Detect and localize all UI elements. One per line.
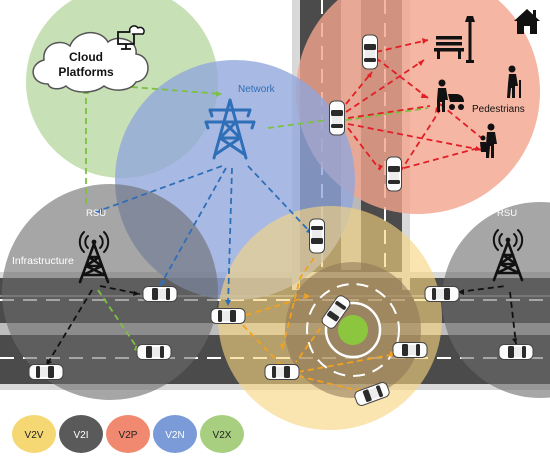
v2p-link <box>347 123 483 151</box>
person-stroller-icon <box>437 79 464 112</box>
legend-item-v2x: V2X <box>200 415 244 453</box>
adult-child-icon <box>480 123 497 158</box>
legend-item-v2n: V2N <box>153 415 197 453</box>
v2p-link <box>375 39 429 53</box>
rsu-right-label: RSU <box>497 208 517 219</box>
legend-item-v2v: V2V <box>12 415 56 453</box>
v2i-link <box>509 291 517 345</box>
legend-swatch <box>106 415 150 453</box>
links <box>45 39 517 393</box>
v2p-link <box>345 71 373 105</box>
legend-swatch <box>12 415 56 453</box>
v2i-link <box>45 289 93 367</box>
car-icon <box>362 34 378 70</box>
pedestrians-label: Pedestrians <box>472 104 525 115</box>
computer-cloud-icon <box>117 25 145 50</box>
v2n-link <box>159 167 227 287</box>
v2p-link <box>399 109 441 173</box>
v2n-link <box>247 165 313 235</box>
network-label: Network <box>238 84 276 95</box>
car-icon <box>329 100 345 136</box>
v2v-link <box>281 257 315 351</box>
car-icon <box>424 286 460 302</box>
v2p-link <box>347 105 431 119</box>
transmission-tower-icon <box>204 98 256 160</box>
v2x-link <box>97 289 141 353</box>
v2i-link <box>457 285 507 293</box>
cloud-label-line2: Platforms <box>58 65 114 79</box>
legend-swatch <box>153 415 197 453</box>
v2v-link <box>235 317 283 367</box>
car-icon <box>386 156 402 192</box>
v2v-link <box>297 353 397 373</box>
v2v-link <box>297 375 365 393</box>
legend-label: V2I <box>73 430 88 441</box>
v2i-link <box>99 285 141 295</box>
rsu-left-label: RSU <box>86 208 106 219</box>
legend-item-v2i: V2I <box>59 415 103 453</box>
legend-item-v2p: V2P <box>106 415 150 453</box>
infrastructure-label: Infrastructure <box>12 255 74 267</box>
car-icon <box>136 344 172 360</box>
v2x-link <box>345 107 429 121</box>
v2n-link <box>95 165 223 213</box>
car-icon <box>142 286 178 302</box>
car-icon <box>210 308 246 324</box>
car-icon <box>28 364 64 380</box>
v2p-link <box>347 127 381 171</box>
legend-label: V2X <box>213 430 232 441</box>
v2p-link <box>345 59 425 113</box>
legend-swatch <box>200 415 244 453</box>
v2x-link <box>267 119 329 129</box>
elderly-person-icon <box>507 65 521 98</box>
legend-label: V2P <box>119 430 138 441</box>
lamp-icon <box>465 16 475 63</box>
legend-label: V2V <box>25 430 44 441</box>
cloud-icon <box>32 32 149 93</box>
car-icon <box>392 342 428 358</box>
cloud-label-line1: Cloud <box>69 50 103 64</box>
roundabout <box>285 262 421 398</box>
house-icon <box>514 9 540 34</box>
v2p-link <box>375 57 429 99</box>
bench-icon <box>434 36 464 59</box>
v2p-link <box>403 145 487 169</box>
legend-label: V2N <box>165 430 184 441</box>
legend-swatch <box>59 415 103 453</box>
legend: V2V V2I V2P V2N V2X <box>12 415 244 453</box>
car-icon <box>498 344 534 360</box>
car-icon <box>264 364 300 380</box>
v2n-link <box>227 167 233 307</box>
car-icon <box>309 218 325 254</box>
v2v-link <box>235 295 311 319</box>
